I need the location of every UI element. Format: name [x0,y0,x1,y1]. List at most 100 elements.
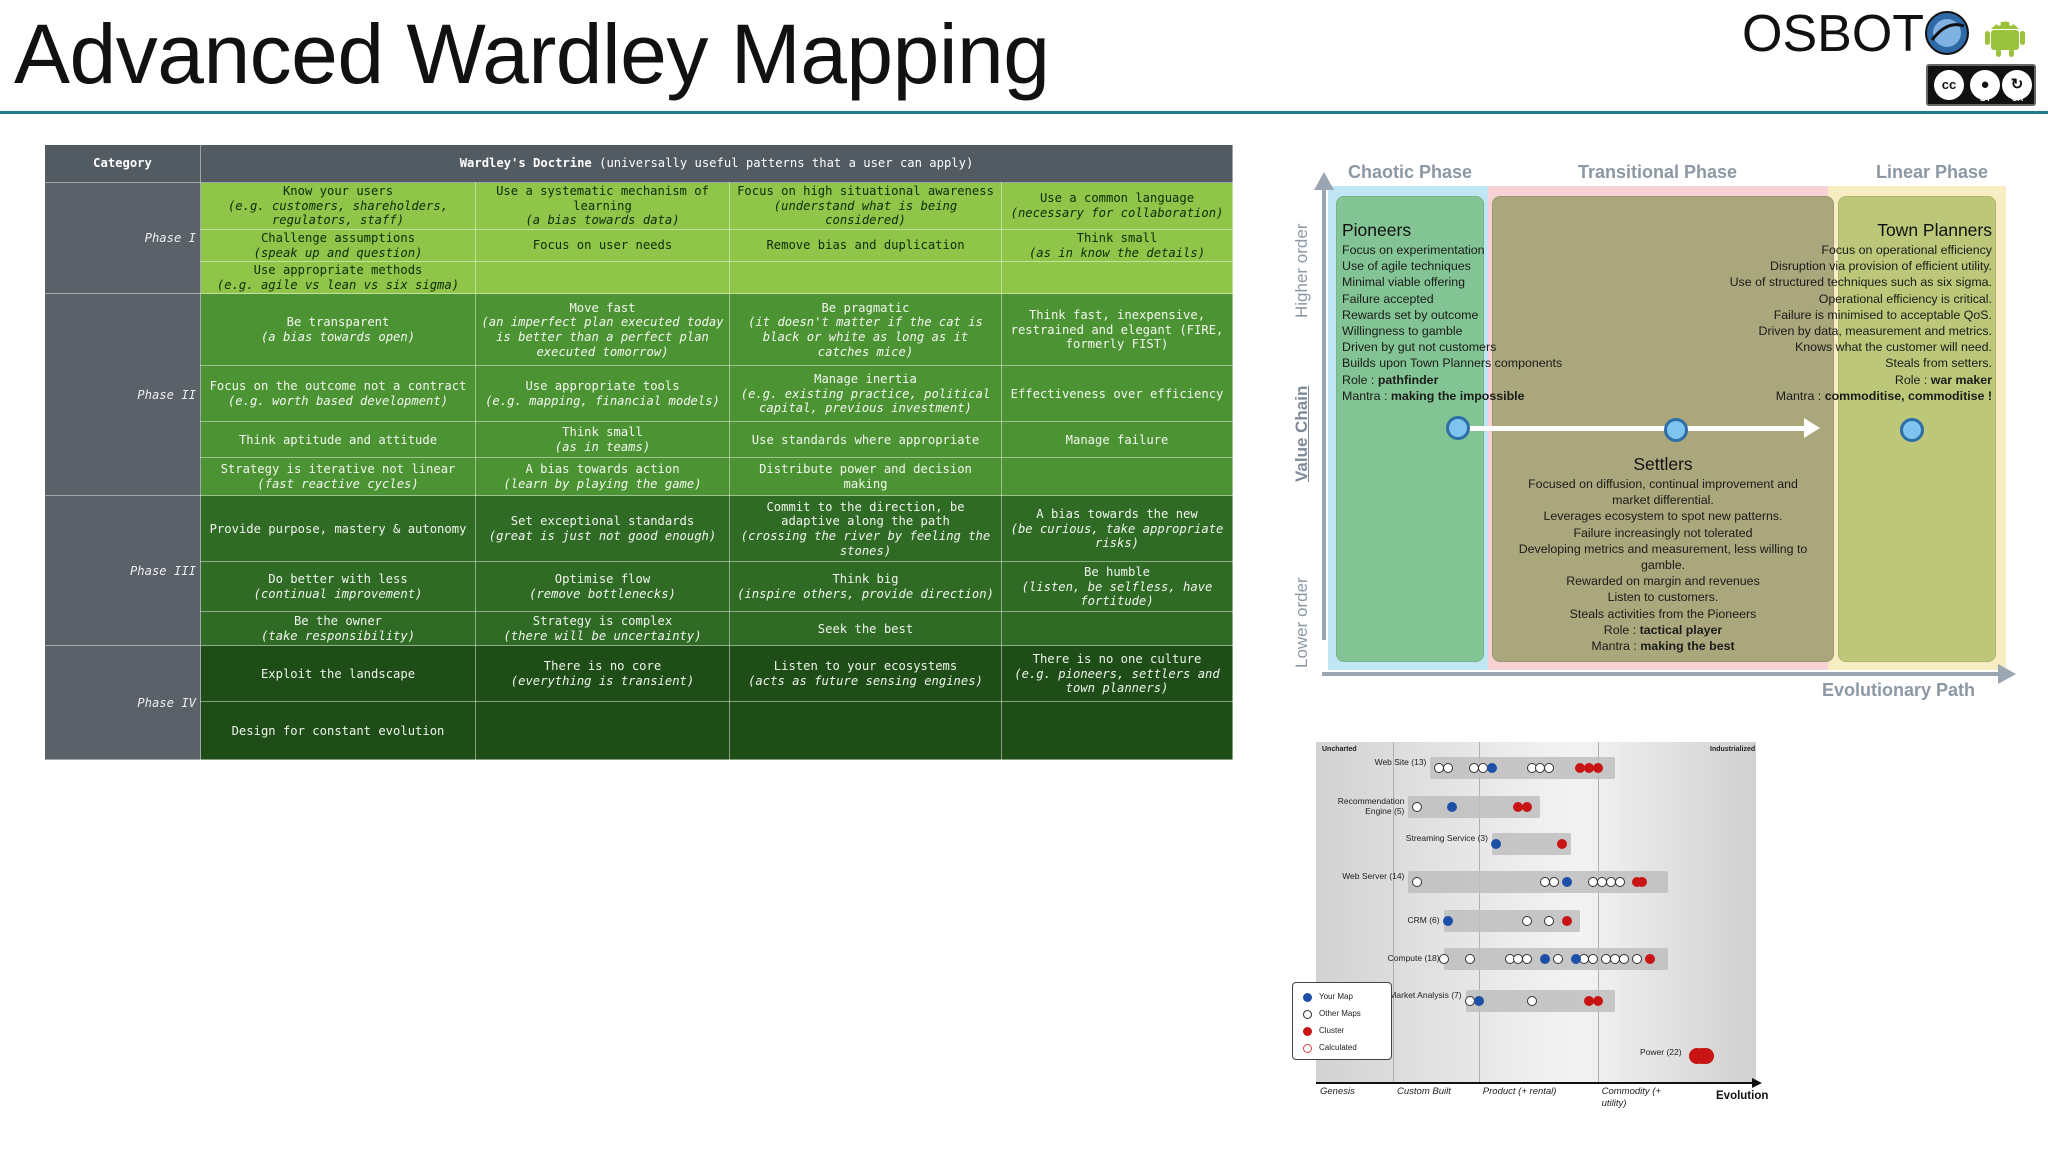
phase-label: Phase III [44,495,201,647]
doctrine-principle-note: (learn by playing the game) [503,476,702,491]
settlers-lines: Focused on diffusion, continual improvem… [1492,476,1834,622]
doctrine-cell: Focus on high situational awareness(unde… [729,182,1002,230]
doctrine-cell: Move fast(an imperfect plan executed tod… [475,293,730,367]
doctrine-cell: Use a systematic mechanism of learning(a… [475,182,730,230]
row-label: Web Site (13) [1374,757,1427,767]
your-map-point [1443,916,1453,926]
doctrine-principle-note: (a bias towards data) [525,213,680,228]
by-person-icon: ● [1970,70,2000,100]
pioneers-line: Driven by gut not customers [1342,340,1497,355]
x-stage-label: Custom Built [1397,1086,1451,1097]
other-map-point [1526,996,1537,1006]
doctrine-principle: Move fast [569,300,636,315]
evolutionary-path-label: Evolutionary Path [1822,680,1976,700]
planners-line: Disruption via provision of efficient ut… [1770,259,1992,274]
doctrine-cell [1000,701,1234,761]
cluster-map-point [1592,996,1603,1006]
other-map-point [1465,954,1475,964]
cluster-map-point [1592,763,1603,773]
uncharted-label: Uncharted [1322,746,1357,753]
chaotic-phase-title: Chaotic Phase [1348,162,1473,182]
android-icon [1985,21,2025,57]
planners-line: Operational efficiency is critical. [1818,291,1992,306]
doctrine-principle: A bias towards the new [1036,507,1198,522]
doctrine-principle-note: (remove bottlenecks) [529,586,676,601]
doctrine-principle-note: (e.g. pioneers, settlers and town planne… [1014,666,1220,696]
doctrine-principle: Listen to your ecosystems [773,659,958,674]
doctrine-principle: Focus on the outcome not a contract [209,379,467,394]
pioneers-role-value: pathfinder [1377,372,1439,387]
settlers-role: Role : tactical player [1492,622,1834,638]
page-title: Advanced Wardley Mapping [14,7,1050,101]
doctrine-principle: There is no core [543,659,662,674]
doctrine-principle-note: (as in know the details) [1028,245,1206,260]
doctrine-principle-note: (there will be uncertainty) [503,628,702,643]
legend-label: Other Maps [1319,1009,1361,1018]
doctrine-principle-note: (acts as future sensing engines) [748,673,983,688]
cluster-map-point [1583,763,1594,773]
doctrine-principle-note: (a bias towards open) [260,329,416,344]
linear-phase-title: Linear Phase [1876,162,1989,182]
settlers-mantra-label: Mantra : [1591,639,1641,654]
row-range-bar [1465,990,1616,1012]
doctrine-cell: Exploit the landscape [200,645,476,703]
row-range-bar [1443,910,1580,932]
doctrine-principle-note: (e.g. mapping, financial models) [485,393,720,408]
cluster-map-point [1636,877,1647,887]
planners-line: Knows what the customer will need. [1795,340,1992,355]
legend-your-marker [1303,993,1312,1002]
legend-label: Your Map [1319,992,1353,1001]
cc-by-sa-badge: cc ● ↻ BY SA [1926,64,2036,106]
doctrine-principle: Challenge assumptions [260,230,416,245]
doctrine-principle-note: (speak up and question) [253,245,423,260]
doctrine-principle: Be the owner [293,614,383,629]
doctrine-row: Focus on the outcome not a contract (e.g.… [45,365,1234,423]
doctrine-principle: Focus on high situational awareness [737,184,994,198]
doctrine-cell: Strategy is complex(there will be uncert… [475,611,730,647]
settlers-line: gamble. [1640,558,1686,573]
industrialized-label: Industrialized [1710,746,1756,753]
doctrine-cell: Optimise flow(remove bottlenecks) [475,561,730,613]
doctrine-principle-note: (be curious, take appropriate risks) [1010,521,1224,551]
cluster-map-point [1575,763,1585,773]
osbot-logo-icon [1925,11,1969,55]
doctrine-row: Be the owner(take responsibility)Strateg… [45,611,1234,647]
row-label: CRM (6) [1407,915,1440,925]
doctrine-principle: Do better with less [268,572,408,587]
settlers-line: Steals activities from the Pioneers [1569,606,1757,621]
planners-line: Focus on operational efficiency [1821,243,1992,257]
cluster-map-point [1561,916,1572,926]
legend-label: Calculated [1319,1043,1357,1052]
doctrine-principle-note: (great is just not good enough) [488,528,717,543]
by-label: BY [1980,94,1992,103]
row-label: Web Server (14) [1342,871,1405,881]
row-label: Streaming Service (3) [1405,833,1488,843]
pioneers-line: Willingness to gamble [1342,324,1463,339]
other-map-point [1412,877,1423,887]
doctrine-principle-note: (crossing the river by feeling the stone… [740,528,991,558]
doctrine-cell: Be humble(listen, be selfless, have fort… [1000,561,1234,613]
header-divider [0,111,2048,114]
cluster-map-point [1645,954,1656,964]
other-map-point [1553,954,1563,964]
cluster-x-axis [1316,1082,1756,1084]
other-map-point [1619,954,1629,964]
doctrine-principle: Distribute power and decision making [759,462,972,491]
doctrine-principle-note: (as in teams) [554,439,651,454]
row-range-bar [1408,871,1668,893]
cluster-x-label: Evolution [1716,1090,1769,1102]
other-map-point [1544,763,1555,773]
settlers-node [1664,418,1688,442]
lower-order-label: Lower order [1292,577,1311,668]
doctrine-principle-note: (continual improvement) [253,586,423,601]
doctrine-principle: Use a systematic mechanism of learning [496,184,709,213]
doctrine-principle-note: (it doesn't matter if the cat is black o… [748,315,983,359]
doctrine-row: Strategy is iterative not linear(fast re… [45,457,1234,497]
doctrine-principle-note: (e.g. customers, shareholders, regulator… [227,198,449,228]
doctrine-cell: Do better with less(continual improvemen… [200,561,476,613]
pioneers-line: Rewards set by outcome [1342,307,1479,322]
flow-arrow-line [1454,426,1814,431]
legend-label: Cluster [1319,1026,1345,1035]
